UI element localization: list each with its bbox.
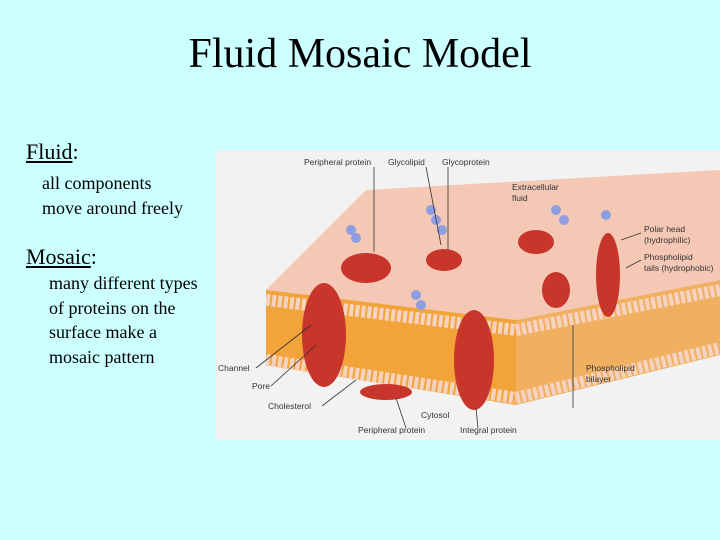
slide-title: Fluid Mosaic Model xyxy=(188,31,532,77)
sugar-chain xyxy=(346,225,356,235)
label-glycoprotein: Glycoprotein xyxy=(442,157,490,167)
fluid-description: all components move around freely xyxy=(42,171,183,220)
label-tails-2: tails (hydrophobic) xyxy=(644,263,714,273)
membrane-side-face xyxy=(516,280,720,405)
sugar-chain xyxy=(411,290,421,300)
leader-line xyxy=(270,344,317,387)
mosaic-heading-word: Mosaic xyxy=(26,244,91,269)
label-channel: Channel xyxy=(218,363,250,373)
glycolipid-protein xyxy=(426,249,462,271)
leader-line xyxy=(321,379,357,407)
leader-line xyxy=(425,166,442,246)
label-bilayer-1: Phospholipid xyxy=(586,363,635,373)
integral-protein-right xyxy=(596,233,620,317)
side-lower-heads xyxy=(514,342,720,404)
peripheral-protein-top xyxy=(341,253,391,283)
label-polar-head-2: (hydrophilic) xyxy=(644,235,690,245)
label-peripheral-protein-bottom: Peripheral protein xyxy=(358,425,425,435)
peripheral-protein-bottom xyxy=(360,384,412,400)
sugar-chain xyxy=(601,210,611,220)
leader-line xyxy=(625,259,642,269)
mosaic-line: surface make a xyxy=(49,322,157,342)
mosaic-heading-colon: : xyxy=(90,244,97,269)
membrane-diagram: Peripheral protein Glycolipid Glycoprote… xyxy=(216,150,720,440)
surface-protein-far-right xyxy=(542,272,570,308)
label-polar-head-1: Polar head xyxy=(644,224,685,234)
integral-protein xyxy=(454,310,494,410)
fluid-line: all components xyxy=(42,173,152,193)
label-extracellular-1: Extracellular xyxy=(512,182,559,192)
sugar-chain xyxy=(416,300,426,310)
label-peripheral-protein-top: Peripheral protein xyxy=(304,157,371,167)
mosaic-line: many different types xyxy=(49,273,198,293)
label-cytosol: Cytosol xyxy=(421,410,449,420)
label-bilayer-2: bilayer xyxy=(586,374,611,384)
mosaic-line: mosaic pattern xyxy=(49,346,155,367)
mosaic-heading: Mosaic: xyxy=(26,244,97,270)
fluid-heading: Fluid: xyxy=(26,139,79,165)
leader-line xyxy=(255,324,312,369)
mosaic-line: of proteins on the xyxy=(49,297,176,318)
label-glycolipid: Glycolipid xyxy=(388,157,425,167)
leader-line xyxy=(620,232,642,241)
label-cholesterol: Cholesterol xyxy=(268,401,311,411)
sugar-chain xyxy=(351,233,361,243)
fluid-heading-word: Fluid xyxy=(26,139,73,164)
label-integral-protein: Integral protein xyxy=(460,425,517,435)
fluid-line: move around freely xyxy=(42,197,183,218)
sugar-chain xyxy=(551,205,561,215)
membrane-illustration: Peripheral protein Glycolipid Glycoprote… xyxy=(218,157,720,435)
side-upper-heads xyxy=(514,284,720,336)
channel-protein xyxy=(302,283,346,387)
leader-line xyxy=(475,407,479,429)
leader-line xyxy=(395,397,407,429)
mosaic-description: many different types of proteins on the … xyxy=(49,271,198,369)
label-pore: Pore xyxy=(252,381,270,391)
sugar-chain xyxy=(559,215,569,225)
surface-protein-right xyxy=(518,230,554,254)
label-extracellular-2: fluid xyxy=(512,193,528,203)
fluid-heading-colon: : xyxy=(72,139,79,164)
sugar-chain xyxy=(437,225,447,235)
label-tails-1: Phospholipid xyxy=(644,252,693,262)
